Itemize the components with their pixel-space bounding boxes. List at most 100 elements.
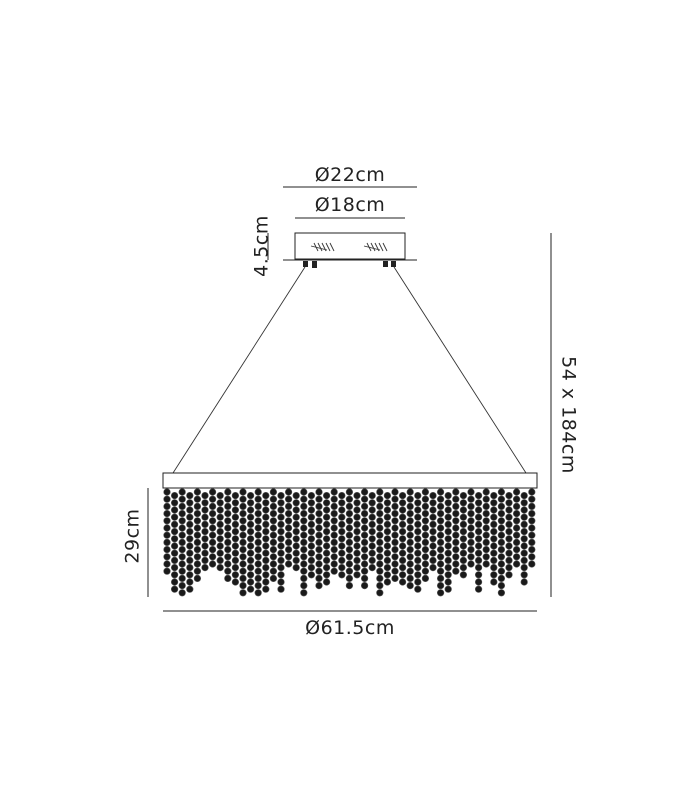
crystal-bead bbox=[414, 549, 422, 557]
crystal-bead bbox=[414, 556, 422, 565]
crystal-bead bbox=[231, 549, 239, 557]
crystal-bead bbox=[399, 578, 407, 586]
fixture-frame bbox=[162, 472, 538, 489]
crystal-bead bbox=[171, 556, 179, 565]
crystal-bead bbox=[171, 499, 179, 507]
crystal-bead bbox=[300, 502, 308, 511]
crystal-bead bbox=[368, 563, 376, 572]
crystal-bead bbox=[482, 560, 490, 568]
crystal-bead bbox=[247, 563, 255, 572]
crystal-bead bbox=[330, 495, 338, 503]
crystal-bead bbox=[209, 517, 217, 525]
crystal-bead bbox=[277, 520, 285, 529]
crystal-bead bbox=[505, 499, 513, 507]
suspension-wire-left bbox=[172, 266, 306, 474]
crystal-bead bbox=[376, 502, 384, 511]
crystal-bead bbox=[300, 589, 308, 597]
crystal-bead bbox=[512, 509, 521, 518]
crystal-bead bbox=[383, 578, 392, 586]
crystal-bead bbox=[292, 520, 300, 529]
crystal-bead bbox=[490, 556, 498, 565]
crystal-bead bbox=[163, 517, 171, 525]
crystal-bead bbox=[444, 527, 452, 536]
crystal-bead bbox=[399, 571, 407, 579]
crystal-bead bbox=[239, 553, 247, 561]
crystal-bead bbox=[437, 524, 445, 532]
crystal-bead bbox=[171, 571, 179, 579]
crystal-bead bbox=[429, 563, 437, 572]
crystal-bead bbox=[338, 513, 346, 521]
crystal-bead bbox=[285, 560, 293, 568]
crystal-bead bbox=[414, 571, 422, 579]
crystal-bead bbox=[171, 563, 179, 572]
crystal-bead bbox=[406, 488, 414, 496]
crystal-bead bbox=[520, 563, 528, 572]
crystal-bead bbox=[467, 531, 475, 539]
crystal-bead bbox=[376, 538, 384, 547]
crystal-bead bbox=[307, 520, 316, 529]
crystal-bead bbox=[231, 506, 239, 514]
crystal-bead bbox=[444, 556, 452, 565]
crystal-bead bbox=[429, 556, 437, 565]
crystal-bead bbox=[163, 553, 171, 561]
ceiling-canopy bbox=[283, 232, 417, 268]
crystal-bead bbox=[247, 535, 255, 543]
crystal-bead bbox=[406, 517, 414, 525]
crystal-bead bbox=[437, 488, 445, 496]
crystal-bead bbox=[269, 574, 278, 583]
crystal-bead bbox=[277, 499, 285, 507]
crystal-bead bbox=[391, 509, 399, 518]
crystal-bead bbox=[178, 495, 186, 503]
crystal-bead bbox=[497, 538, 506, 547]
crystal-bead bbox=[186, 542, 194, 550]
crystal-bead bbox=[239, 509, 247, 518]
crystal-bead bbox=[178, 589, 186, 597]
crystal-bead bbox=[421, 495, 430, 503]
crystal-bead bbox=[383, 492, 392, 500]
crystal-bead bbox=[193, 502, 201, 511]
crystal-bead bbox=[224, 545, 232, 554]
crystal-bead bbox=[497, 524, 506, 532]
crystal-bead bbox=[345, 517, 354, 525]
crystal-bead bbox=[437, 495, 445, 503]
crystal-bead bbox=[376, 524, 384, 532]
crystal-bead bbox=[528, 488, 536, 496]
crystal-bead bbox=[437, 581, 445, 590]
crystal-bead bbox=[475, 520, 483, 529]
crystal-bead bbox=[444, 563, 452, 572]
overall-drop-label: 54 x 184cm bbox=[558, 356, 580, 474]
crystal-bead bbox=[421, 560, 430, 568]
crystal-bead bbox=[421, 488, 430, 496]
crystal-bead bbox=[520, 571, 528, 579]
crystal-bead bbox=[391, 517, 399, 525]
crystal-bead bbox=[406, 509, 414, 518]
crystal-bead bbox=[216, 520, 224, 529]
crystal-bead bbox=[323, 549, 331, 557]
crystal-bead bbox=[269, 524, 278, 532]
crystal-bead bbox=[186, 585, 194, 593]
crystal-bead bbox=[520, 549, 528, 557]
canopy-height-label: 4.5cm bbox=[251, 215, 273, 277]
crystal-bead bbox=[330, 524, 338, 532]
crystal-bead bbox=[361, 553, 369, 561]
crystal-bead bbox=[497, 495, 506, 503]
crystal-bead bbox=[345, 531, 354, 539]
crystal-bead bbox=[277, 492, 285, 500]
crystal-bead bbox=[528, 517, 536, 525]
crystal-bead bbox=[437, 553, 445, 561]
crystal-bead bbox=[512, 531, 521, 539]
crystal-bead bbox=[224, 517, 232, 525]
crystal-bead bbox=[338, 542, 346, 550]
crystal-bead bbox=[444, 520, 452, 529]
crystal-bead bbox=[437, 531, 445, 539]
crystal-bead bbox=[224, 509, 232, 518]
crystal-bead bbox=[376, 589, 384, 597]
crystal-bead bbox=[171, 513, 179, 521]
crystal-bead bbox=[338, 527, 346, 536]
crystal-bead bbox=[178, 574, 186, 583]
crystal-bead bbox=[231, 571, 239, 579]
crystal-bead bbox=[178, 581, 186, 590]
crystal-bead bbox=[475, 542, 483, 550]
crystal-bead bbox=[231, 492, 239, 500]
crystal-bead bbox=[307, 556, 316, 565]
